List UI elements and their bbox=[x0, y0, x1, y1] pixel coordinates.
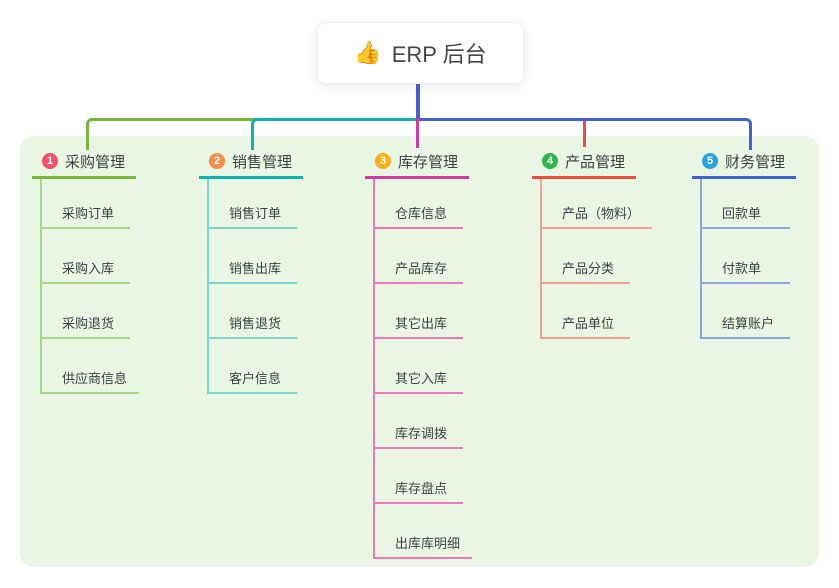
node-label: 产品（物料） bbox=[562, 206, 641, 221]
subtree-purchase: 采购订单 采购入库 采购退货 供应商信息 bbox=[40, 179, 140, 394]
node-product-material[interactable]: 产品（物料） bbox=[542, 179, 653, 229]
node-purchase-return[interactable]: 采购退货 bbox=[42, 284, 130, 339]
branch-product: 4 产品管理 产品（物料） 产品分类 产品单位 bbox=[532, 146, 653, 339]
node-label: 产品分类 bbox=[562, 261, 615, 276]
badge-number-3: 3 bbox=[375, 153, 391, 169]
node-outbound-detail[interactable]: 出库库明细 bbox=[375, 504, 473, 559]
node-label: 采购订单 bbox=[62, 206, 115, 221]
branch-header-finance[interactable]: 5 财务管理 bbox=[692, 146, 796, 179]
node-label: 采购入库 bbox=[62, 261, 115, 276]
node-label: 结算账户 bbox=[722, 316, 775, 331]
node-stock-count[interactable]: 库存盘点 bbox=[375, 449, 463, 504]
node-label: 采购退货 bbox=[62, 316, 115, 331]
badge-number-1: 1 bbox=[42, 153, 58, 169]
node-product-unit[interactable]: 产品单位 bbox=[542, 284, 630, 339]
badge-number-5: 5 bbox=[702, 153, 718, 169]
connector-drop-product bbox=[583, 121, 586, 147]
connector-elbow-finance bbox=[418, 118, 752, 150]
subtree-finance: 回款单 付款单 结算账户 bbox=[700, 179, 790, 339]
node-purchase-inbound[interactable]: 采购入库 bbox=[42, 229, 130, 284]
node-label: 销售出库 bbox=[229, 261, 282, 276]
subtree-inventory: 仓库信息 产品库存 其它出库 其它入库 库存调拨 库存盘点 出库库明细 bbox=[373, 179, 473, 559]
node-label: 库存盘点 bbox=[395, 481, 448, 496]
badge-number-2: 2 bbox=[209, 153, 225, 169]
node-sales-order[interactable]: 销售订单 bbox=[209, 179, 297, 229]
node-label: 其它出库 bbox=[395, 316, 448, 331]
branch-label: 库存管理 bbox=[398, 153, 459, 171]
node-supplier-info[interactable]: 供应商信息 bbox=[42, 339, 140, 394]
node-sales-return[interactable]: 销售退货 bbox=[209, 284, 297, 339]
root-node-erp[interactable]: 👍 ERP 后台 bbox=[317, 22, 524, 84]
connector-drop-inventory bbox=[416, 118, 419, 148]
node-product-stock[interactable]: 产品库存 bbox=[375, 229, 463, 284]
branch-header-inventory[interactable]: 3 库存管理 bbox=[365, 146, 469, 179]
node-label: 客户信息 bbox=[229, 371, 282, 386]
node-label: 仓库信息 bbox=[395, 206, 448, 221]
branch-sales: 2 销售管理 销售订单 销售出库 销售退货 客户信息 bbox=[199, 146, 303, 394]
branch-finance: 5 财务管理 回款单 付款单 结算账户 bbox=[692, 146, 796, 339]
node-sales-outbound[interactable]: 销售出库 bbox=[209, 229, 297, 284]
node-customer-info[interactable]: 客户信息 bbox=[209, 339, 297, 394]
node-other-inbound[interactable]: 其它入库 bbox=[375, 339, 463, 394]
branch-purchase: 1 采购管理 采购订单 采购入库 采购退货 供应商信息 bbox=[32, 146, 140, 394]
branch-label: 采购管理 bbox=[65, 153, 126, 171]
node-label: 产品单位 bbox=[562, 316, 615, 331]
node-other-outbound[interactable]: 其它出库 bbox=[375, 284, 463, 339]
node-label: 销售退货 bbox=[229, 316, 282, 331]
connector-elbow-purchase bbox=[86, 118, 256, 150]
node-receipt-bill[interactable]: 回款单 bbox=[702, 179, 790, 229]
branch-header-purchase[interactable]: 1 采购管理 bbox=[32, 146, 136, 179]
branch-inventory: 3 库存管理 仓库信息 产品库存 其它出库 其它入库 库存调拨 库存盘点 出库库… bbox=[365, 146, 473, 559]
branches-panel bbox=[20, 136, 819, 567]
node-payment-bill[interactable]: 付款单 bbox=[702, 229, 790, 284]
subtree-sales: 销售订单 销售出库 销售退货 客户信息 bbox=[207, 179, 297, 394]
root-node-label: ERP 后台 bbox=[391, 42, 487, 67]
node-product-category[interactable]: 产品分类 bbox=[542, 229, 630, 284]
node-label: 出库库明细 bbox=[395, 536, 461, 551]
branch-header-sales[interactable]: 2 销售管理 bbox=[199, 146, 303, 179]
node-label: 付款单 bbox=[722, 261, 762, 276]
branch-label: 销售管理 bbox=[232, 153, 293, 171]
branch-header-product[interactable]: 4 产品管理 bbox=[532, 146, 636, 179]
connector-trunk bbox=[416, 82, 420, 121]
branch-label: 财务管理 bbox=[725, 153, 786, 171]
node-label: 产品库存 bbox=[395, 261, 448, 276]
node-settlement-account[interactable]: 结算账户 bbox=[702, 284, 790, 339]
node-label: 销售订单 bbox=[229, 206, 282, 221]
node-label: 回款单 bbox=[722, 206, 762, 221]
subtree-product: 产品（物料） 产品分类 产品单位 bbox=[540, 179, 653, 339]
node-label: 库存调拨 bbox=[395, 426, 448, 441]
node-purchase-order[interactable]: 采购订单 bbox=[42, 179, 130, 229]
branch-label: 产品管理 bbox=[565, 153, 626, 171]
node-label: 其它入库 bbox=[395, 371, 448, 386]
connector-elbow-sales bbox=[251, 118, 421, 150]
node-warehouse-info[interactable]: 仓库信息 bbox=[375, 179, 463, 229]
node-stock-transfer[interactable]: 库存调拨 bbox=[375, 394, 463, 449]
thumbs-up-icon: 👍 bbox=[354, 40, 382, 65]
node-label: 供应商信息 bbox=[62, 371, 128, 386]
badge-number-4: 4 bbox=[542, 153, 558, 169]
